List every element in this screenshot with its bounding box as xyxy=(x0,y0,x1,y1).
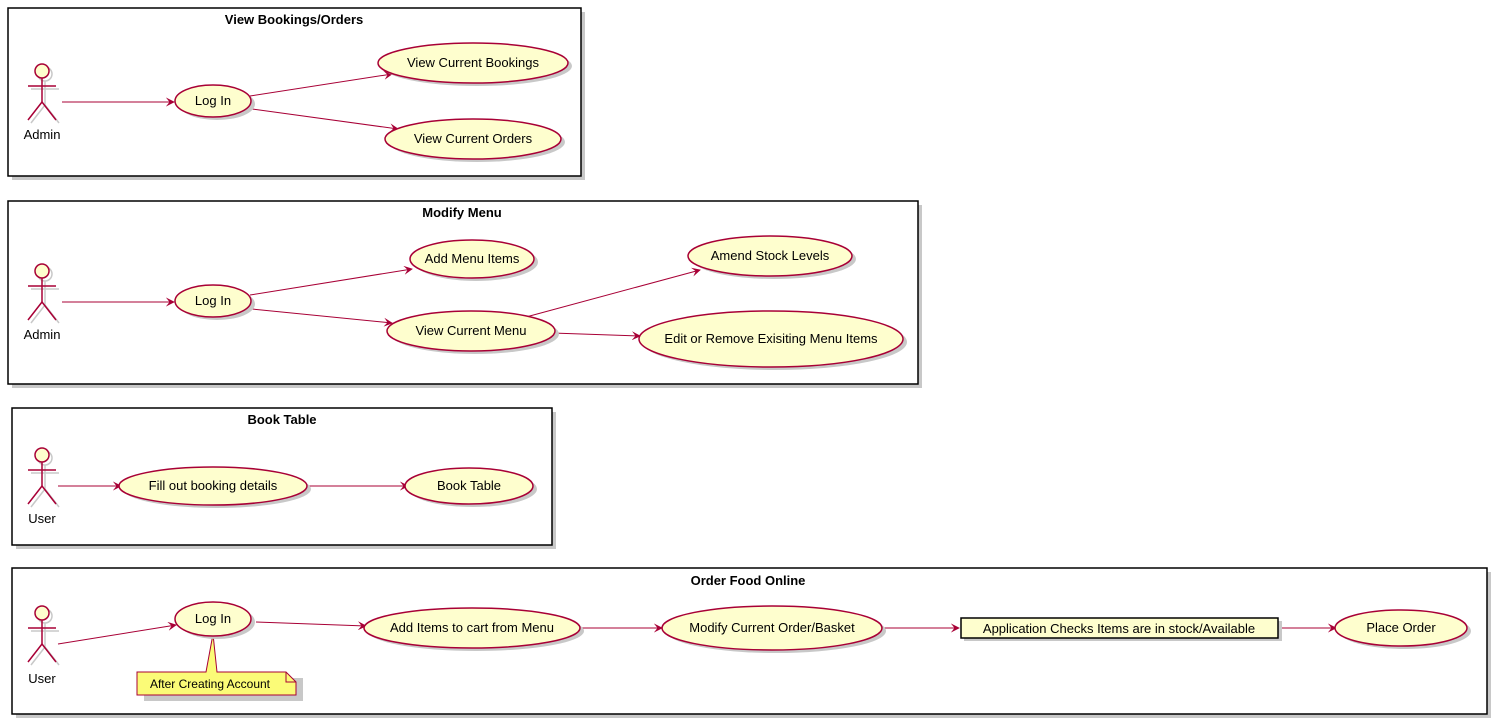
actor-label: Admin xyxy=(24,127,61,142)
usecase-label: View Current Orders xyxy=(414,131,533,146)
actor-user: User xyxy=(27,605,60,686)
actor-admin: Admin xyxy=(24,63,61,142)
usecase-label: Fill out booking details xyxy=(149,478,278,493)
usecase-label: Add Menu Items xyxy=(425,251,520,266)
note-label: After Creating Account xyxy=(150,677,271,691)
usecase-add-items-to-cart: Add Items to cart from Menu xyxy=(363,607,584,651)
usecase-view-current-bookings: View Current Bookings xyxy=(377,42,572,86)
edges xyxy=(62,265,701,341)
usecase-add-menu-items: Add Menu Items xyxy=(409,239,538,281)
package-title: View Bookings/Orders xyxy=(225,12,363,27)
usecase-label: Modify Current Order/Basket xyxy=(689,620,855,635)
usecase-label: View Current Menu xyxy=(415,323,526,338)
usecase-label: Log In xyxy=(195,293,231,308)
package-title: Modify Menu xyxy=(422,205,501,220)
package-order-food-online: Order Food Online User xyxy=(11,567,1491,718)
usecase-label: Edit or Remove Exisiting Menu Items xyxy=(664,331,878,346)
actor-label: User xyxy=(28,511,56,526)
check-stock-label: Application Checks Items are in stock/Av… xyxy=(983,621,1255,636)
usecase-label: Amend Stock Levels xyxy=(711,248,830,263)
usecase-label: Book Table xyxy=(437,478,501,493)
usecase-log-in: Log In xyxy=(174,84,255,120)
usecase-fill-out-booking-details: Fill out booking details xyxy=(118,466,311,508)
usecase-log-in: Log In xyxy=(174,284,255,320)
package-modify-menu: Modify Menu Admin Log xyxy=(7,200,922,388)
edges xyxy=(62,70,399,133)
usecase-place-order: Place Order xyxy=(1334,609,1471,649)
usecase-book-table: Book Table xyxy=(404,467,537,507)
usecase-log-in: Log In xyxy=(174,601,255,639)
package-book-table: Book Table User Fill out booking details xyxy=(11,407,556,549)
usecase-label: Log In xyxy=(195,611,231,626)
usecase-view-current-menu: View Current Menu xyxy=(386,310,559,354)
usecase-label: Log In xyxy=(195,93,231,108)
usecase-amend-stock-levels: Amend Stock Levels xyxy=(687,235,856,279)
note-after-creating-account: After Creating Account xyxy=(136,633,303,701)
usecase-label: Add Items to cart from Menu xyxy=(390,620,554,635)
actor-admin: Admin xyxy=(24,263,61,342)
package-view-bookings-orders: View Bookings/Orders Admin Log In xyxy=(7,7,585,180)
usecase-label: View Current Bookings xyxy=(407,55,539,70)
package-title: Order Food Online xyxy=(691,573,806,588)
check-stock-box: Application Checks Items are in stock/Av… xyxy=(960,617,1282,641)
actor-user: User xyxy=(27,447,60,526)
actor-label: User xyxy=(28,671,56,686)
actor-label: Admin xyxy=(24,327,61,342)
edges xyxy=(57,621,1337,645)
usecase-label: Place Order xyxy=(1366,620,1436,635)
usecase-modify-current-order: Modify Current Order/Basket xyxy=(661,605,886,653)
usecase-edit-or-remove-menu-items: Edit or Remove Exisiting Menu Items xyxy=(638,310,907,370)
package-title: Book Table xyxy=(247,412,316,427)
usecase-view-current-orders: View Current Orders xyxy=(384,118,565,162)
